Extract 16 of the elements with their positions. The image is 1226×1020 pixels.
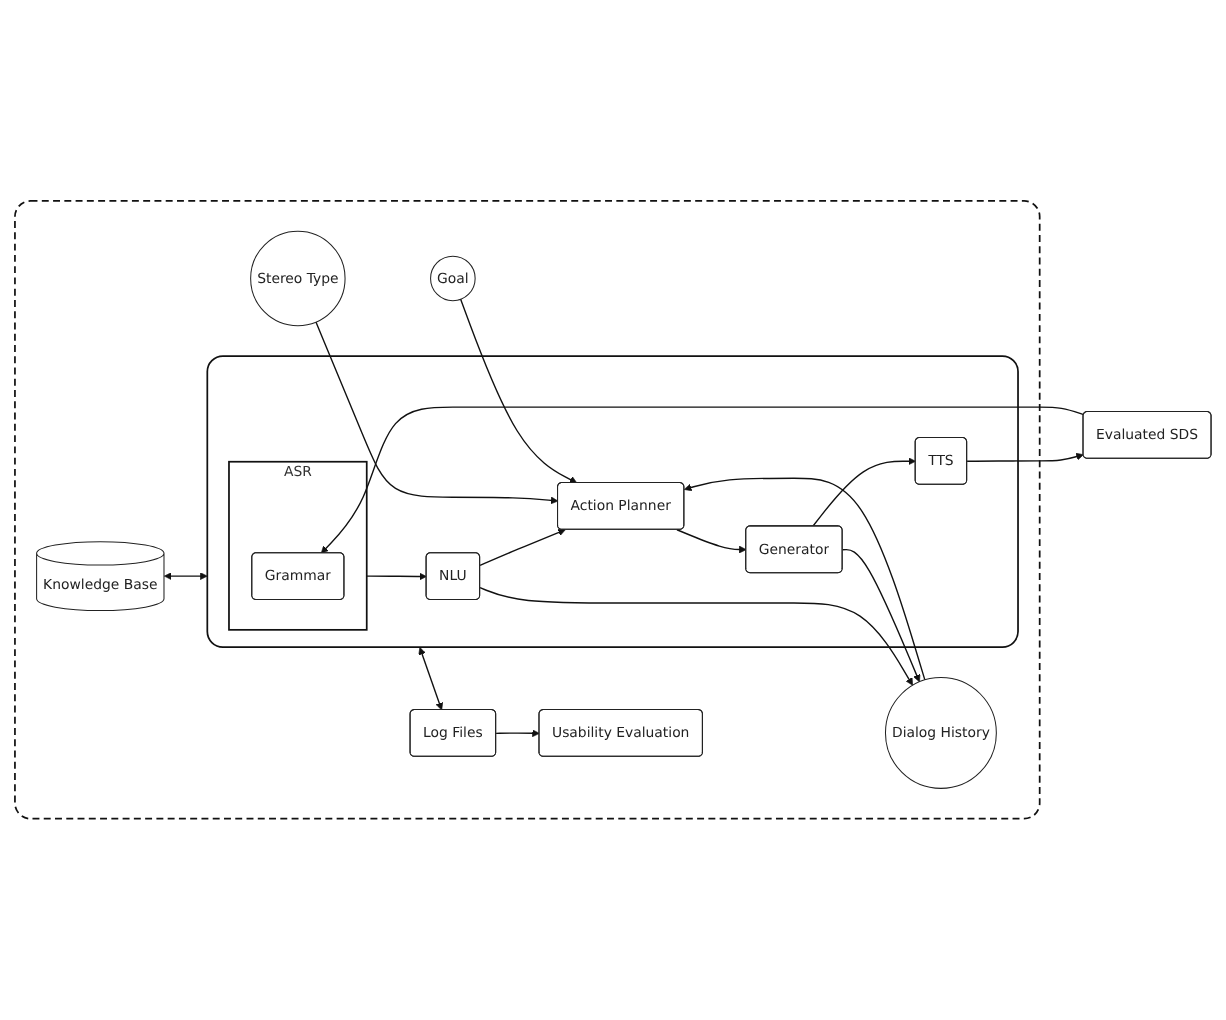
cluster — [206, 355, 1019, 649]
arrow — [315, 321, 559, 505]
arrow — [366, 572, 427, 581]
arrow — [418, 647, 443, 711]
arrow — [164, 572, 208, 581]
arrow — [479, 587, 913, 686]
arrow — [676, 529, 747, 554]
arrow — [320, 406, 1085, 554]
arrow — [459, 298, 578, 484]
arrow — [966, 453, 1084, 463]
arrow — [495, 729, 540, 738]
arrow — [479, 528, 566, 567]
cluster — [14, 200, 1041, 820]
arrow — [683, 477, 926, 681]
arrow — [812, 457, 916, 528]
arrow — [841, 549, 921, 683]
